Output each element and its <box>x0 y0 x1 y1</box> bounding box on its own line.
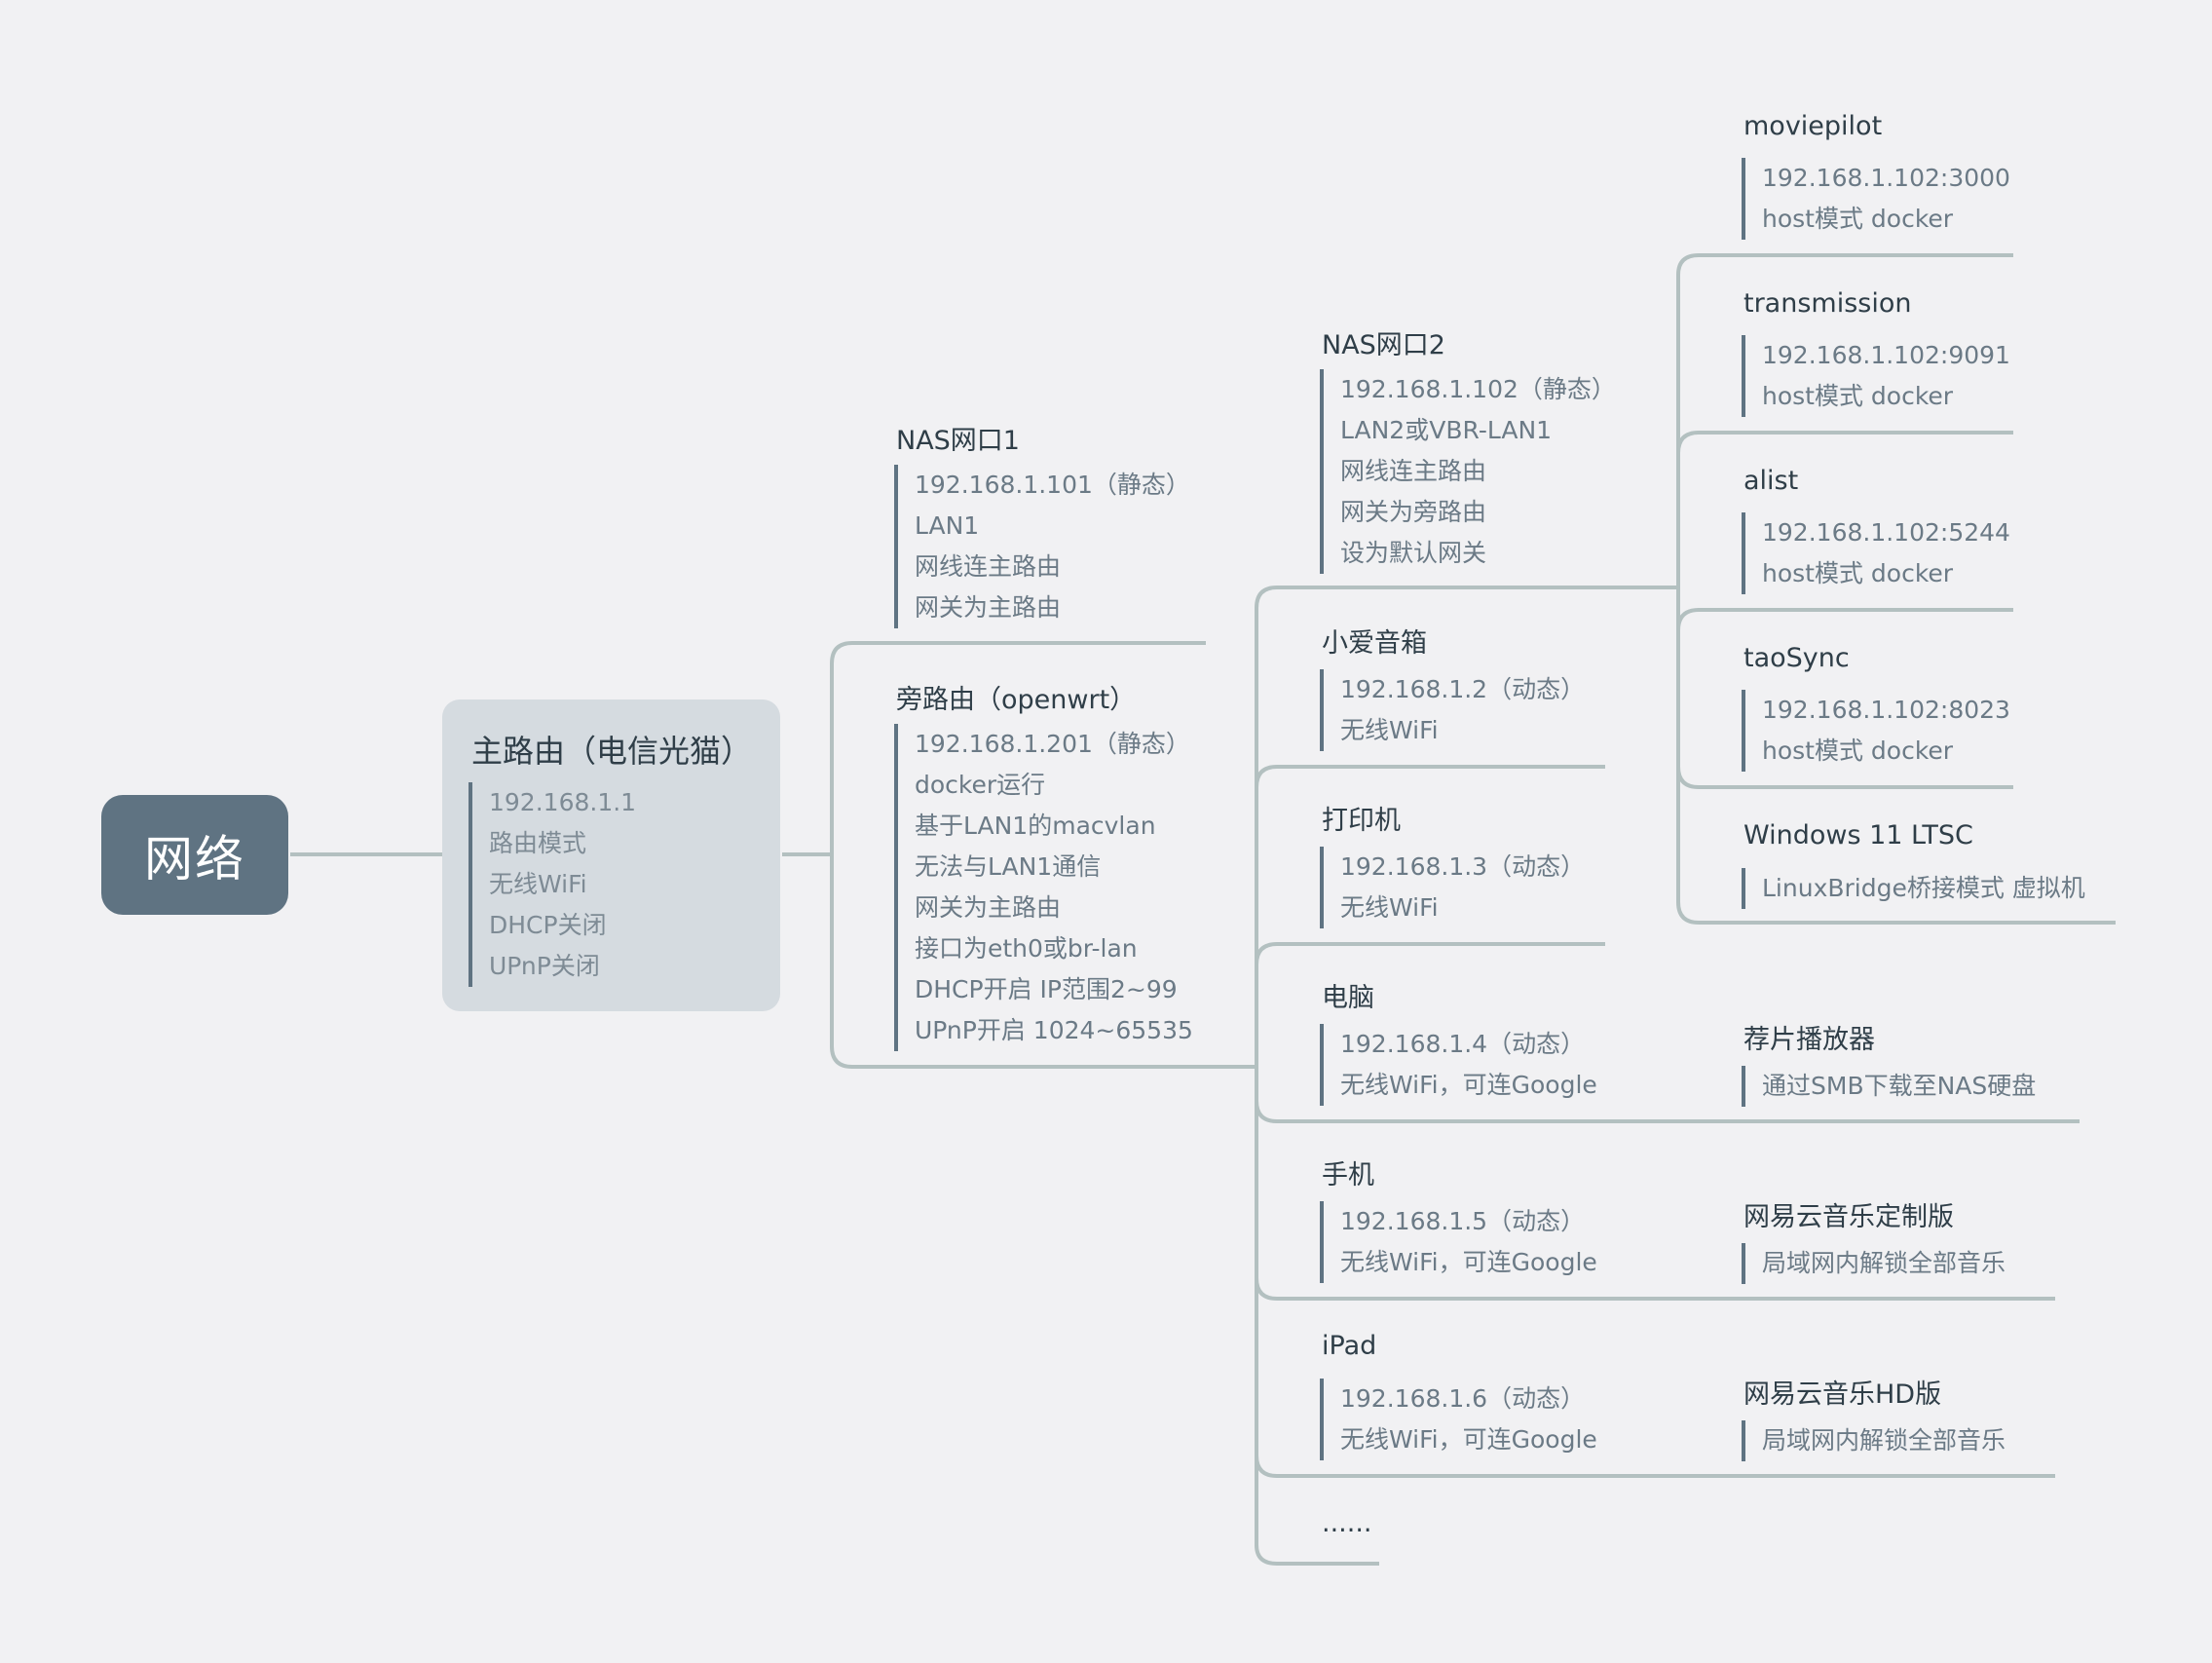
note-line: UPnP关闭 <box>489 952 600 980</box>
more-title[interactable]: ...... <box>1322 1508 1372 1538</box>
printer-notes: 192.168.1.3（动态） 无线WiFi <box>1320 847 1585 928</box>
main-router-title: 主路由（电信光猫） <box>471 733 753 770</box>
note-line: 局域网内解锁全部音乐 <box>1762 1249 2006 1277</box>
netease-hd-title[interactable]: 网易云音乐HD版 <box>1743 1380 1942 1410</box>
main-router-notes: 192.168.1.1 路由模式 无线WiFi DHCP关闭 UPnP关闭 <box>469 782 636 987</box>
pc-title[interactable]: 电脑 <box>1322 983 1374 1013</box>
note-line: 192.168.1.5（动态） <box>1340 1207 1586 1235</box>
bypass-router-notes: 192.168.1.201（静态） docker运行 基于LAN1的macvla… <box>894 724 1193 1051</box>
taosync-title[interactable]: taoSync <box>1743 643 1850 673</box>
note-line: 无线WiFi，可连Google <box>1340 1248 1597 1276</box>
note-line: 网关为主路由 <box>915 593 1062 622</box>
note-line: 192.168.1.102:9091 <box>1762 341 2010 369</box>
note-line: 无线WiFi，可连Google <box>1340 1071 1597 1099</box>
connector-level3-top <box>1255 586 1678 1067</box>
connector-transmission <box>1676 431 2013 454</box>
nas-port2-title[interactable]: NAS网口2 <box>1322 330 1445 360</box>
connector-pc <box>1255 1100 2080 1123</box>
connector-taosync <box>1676 766 2013 789</box>
note-line: 192.168.1.1 <box>489 788 637 816</box>
note-line: 无法与LAN1通信 <box>915 852 1102 881</box>
note-line: host模式 docker <box>1762 737 1954 765</box>
ipad-notes: 192.168.1.6（动态） 无线WiFi，可连Google <box>1320 1379 1597 1460</box>
note-line: 设为默认网关 <box>1340 539 1487 567</box>
note-line: 网关为主路由 <box>915 893 1062 922</box>
note-line: LAN2或VBR-LAN1 <box>1340 416 1553 444</box>
note-line: 网线连主路由 <box>915 552 1062 581</box>
phone-title[interactable]: 手机 <box>1322 1160 1374 1191</box>
note-line: 192.168.1.3（动态） <box>1340 852 1586 881</box>
connector-level2-bus <box>830 641 1256 1069</box>
note-line: 192.168.1.6（动态） <box>1340 1384 1586 1413</box>
note-line: 无线WiFi <box>489 870 587 898</box>
moviepilot-title[interactable]: moviepilot <box>1743 111 1883 141</box>
transmission-title[interactable]: transmission <box>1743 288 1912 319</box>
moviepilot-notes: 192.168.1.102:3000 host模式 docker <box>1742 158 2010 240</box>
player-app-notes: 通过SMB下载至NAS硬盘 <box>1742 1066 2036 1107</box>
note-line: host模式 docker <box>1762 559 1954 587</box>
alist-title[interactable]: alist <box>1743 466 1799 496</box>
note-line: 192.168.1.102:8023 <box>1762 696 2010 724</box>
note-line: 192.168.1.102:5244 <box>1762 518 2010 547</box>
connector-level3-bottom <box>1255 1067 1379 1566</box>
bypass-router-title[interactable]: 旁路由（openwrt） <box>896 685 1137 715</box>
root-label: 网络 <box>144 830 245 888</box>
nas-port1-notes: 192.168.1.101（静态） LAN1 网线连主路由 网关为主路由 <box>894 465 1190 628</box>
note-line: 192.168.1.102:3000 <box>1762 164 2010 192</box>
connector-alist <box>1676 608 2013 631</box>
note-line: LAN1 <box>915 511 980 540</box>
note-line: 192.168.1.2（动态） <box>1340 675 1586 703</box>
note-line: host模式 docker <box>1762 205 1954 233</box>
note-line: 路由模式 <box>489 829 587 857</box>
transmission-notes: 192.168.1.102:9091 host模式 docker <box>1742 335 2010 417</box>
printer-title[interactable]: 打印机 <box>1322 806 1401 836</box>
windows-vm-title[interactable]: Windows 11 LTSC <box>1743 820 1973 850</box>
pc-notes: 192.168.1.4（动态） 无线WiFi，可连Google <box>1320 1024 1597 1106</box>
netease-custom-notes: 局域网内解锁全部音乐 <box>1742 1243 2006 1284</box>
connector-phone <box>1255 1277 2055 1301</box>
connector-apps-bottom <box>1676 587 2116 925</box>
note-line: 192.168.1.101（静态） <box>915 471 1190 499</box>
alist-notes: 192.168.1.102:5244 host模式 docker <box>1742 512 2010 594</box>
note-line: 基于LAN1的macvlan <box>915 812 1156 840</box>
note-line: 接口为eth0或br-lan <box>915 934 1138 963</box>
connector-ipad <box>1255 1455 2055 1478</box>
root-node[interactable]: 网络 <box>101 795 288 915</box>
note-line: 192.168.1.4（动态） <box>1340 1030 1586 1058</box>
note-line: 无线WiFi <box>1340 893 1439 922</box>
note-line: UPnP开启 1024~65535 <box>915 1016 1193 1044</box>
main-router-node[interactable] <box>442 699 780 1011</box>
note-line: 无线WiFi，可连Google <box>1340 1425 1597 1454</box>
ipad-title[interactable]: iPad <box>1322 1331 1377 1361</box>
note-line: 网关为旁路由 <box>1340 498 1487 526</box>
note-line: 192.168.1.102（静态） <box>1340 375 1616 403</box>
nas-port1-title[interactable]: NAS网口1 <box>896 426 1020 456</box>
connector-speaker <box>1255 765 1605 788</box>
connector-apps-top <box>1676 253 2013 587</box>
note-line: 网线连主路由 <box>1340 457 1487 485</box>
note-line: LinuxBridge桥接模式 虚拟机 <box>1762 874 2085 902</box>
note-line: 通过SMB下载至NAS硬盘 <box>1762 1072 2037 1100</box>
netease-hd-notes: 局域网内解锁全部音乐 <box>1742 1420 2006 1461</box>
nas-port2-notes: 192.168.1.102（静态） LAN2或VBR-LAN1 网线连主路由 网… <box>1320 369 1616 574</box>
note-line: 192.168.1.201（静态） <box>915 730 1190 758</box>
note-line: 无线WiFi <box>1340 716 1439 744</box>
note-line: docker运行 <box>915 771 1046 799</box>
note-line: host模式 docker <box>1762 382 1954 410</box>
taosync-notes: 192.168.1.102:8023 host模式 docker <box>1742 690 2010 772</box>
note-line: 局域网内解锁全部音乐 <box>1762 1426 2006 1455</box>
note-line: DHCP关闭 <box>489 911 607 939</box>
phone-notes: 192.168.1.5（动态） 无线WiFi，可连Google <box>1320 1201 1597 1283</box>
speaker-notes: 192.168.1.2（动态） 无线WiFi <box>1320 669 1585 751</box>
player-app-title[interactable]: 荐片播放器 <box>1743 1025 1875 1055</box>
netease-custom-title[interactable]: 网易云音乐定制版 <box>1743 1202 1954 1232</box>
windows-vm-notes: LinuxBridge桥接模式 虚拟机 <box>1742 868 2085 909</box>
connector-printer <box>1255 942 1605 965</box>
note-line: DHCP开启 IP范围2~99 <box>915 975 1178 1003</box>
speaker-title[interactable]: 小爱音箱 <box>1322 628 1427 659</box>
